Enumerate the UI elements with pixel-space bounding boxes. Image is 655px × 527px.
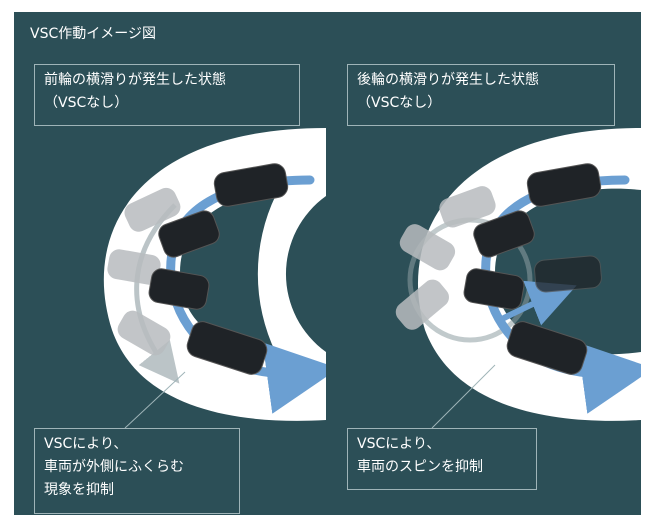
right-bottom-caption: VSCにより、 車両のスピンを抑制: [347, 428, 537, 490]
right-bottom-caption-line1: VSCにより、: [357, 436, 441, 452]
right-top-caption-line2: （VSCなし）: [357, 95, 442, 111]
left-bottom-caption-line2: 車両が外側にふくらむ: [44, 459, 184, 475]
left-ghost-cars: [107, 187, 181, 356]
left-bottom-caption: VSCにより、 車両が外側にふくらむ 現象を抑制: [34, 428, 240, 514]
left-top-caption: 前輪の横滑りが発生した状態 （VSCなし）: [34, 64, 300, 126]
left-bottom-caption-line3: 現象を抑制: [44, 482, 114, 498]
right-scene: [395, 128, 641, 421]
right-top-caption: 後輪の横滑りが発生した状態 （VSCなし）: [347, 64, 615, 126]
right-spin-arrow: [498, 280, 577, 326]
right-bottom-caption-line2: 車両のスピンを抑制: [357, 459, 483, 475]
left-top-caption-line2: （VSCなし）: [44, 95, 129, 111]
left-scene: [103, 128, 326, 421]
right-dark-cars: [463, 163, 602, 375]
right-top-caption-line1: 後輪の横滑りが発生した状態: [357, 72, 539, 88]
left-dark-cars: [148, 163, 289, 375]
left-bottom-caption-line1: VSCにより、: [44, 436, 128, 452]
right-ghost-cars: [395, 186, 496, 330]
right-leader-line: [431, 364, 496, 429]
diagram-title: VSC作動イメージ図: [30, 26, 156, 42]
left-leader-line: [124, 371, 186, 429]
left-top-caption-line1: 前輪の横滑りが発生した状態: [44, 72, 226, 88]
